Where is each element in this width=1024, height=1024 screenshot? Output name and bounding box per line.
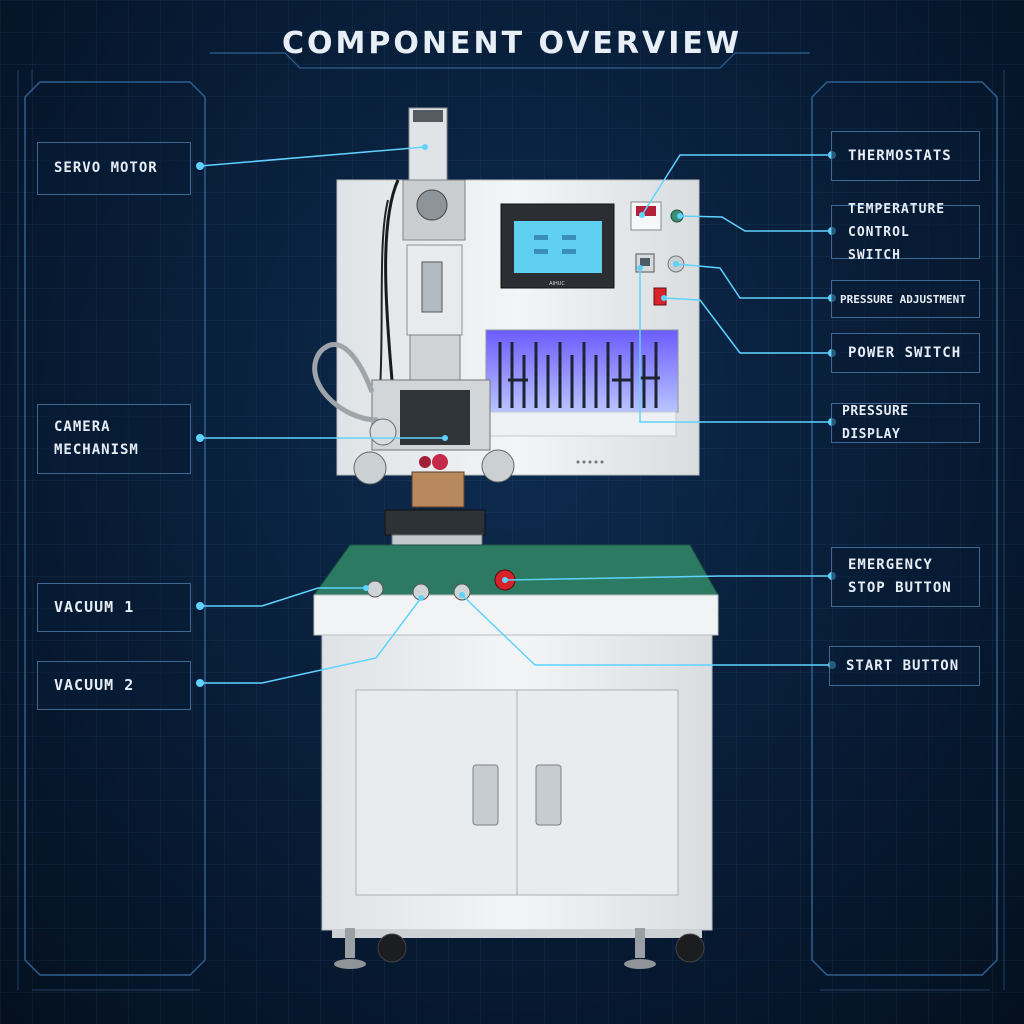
leader-temperature-switch [679,215,832,232]
label-text: POWER SWITCH [848,344,962,361]
left-panel-frame [17,70,206,991]
leader-power-switch [663,297,832,354]
label-text: THERMOSTATS [848,147,952,164]
label-pressure-adjustment: PRESSURE ADJUSTMENT [831,280,980,318]
leader-servo-motor [199,146,426,167]
right-panel-frame [811,70,1005,991]
label-text: START BUTTON [846,657,960,674]
leader-vacuum-2 [200,597,422,684]
camera-gooseneck [312,342,379,423]
led-window [485,329,679,413]
label-temperature-control-switch: TEMPERATURE CONTROL SWITCH [831,202,980,263]
label-text: CAMERA MECHANISM [54,419,139,458]
vacuum-1-knob [366,580,384,598]
leader-vacuum-1 [200,587,366,607]
label-power-switch: POWER SWITCH [831,333,980,373]
label-vacuum-2: VACUUM 2 [37,661,191,710]
label-vacuum-1: VACUUM 1 [37,583,191,632]
label-emergency-stop-button: EMERGENCY STOP BUTTON [831,547,980,607]
label-start-button: START BUTTON [829,646,980,686]
soldering-machine: AIHUC [312,107,719,969]
leader-pressure-adjustment [675,263,832,299]
leader-lines [199,146,832,684]
label-thermostats: THERMOSTATS [831,131,980,181]
label-servo-motor: SERVO MOTOR [37,142,191,195]
label-text: PRESSURE ADJUSTMENT [840,292,966,306]
leader-thermostats [641,154,832,216]
touchscreen-display [514,221,602,273]
screen-brand-text: AIHUC [549,281,565,287]
label-text: VACUUM 2 [54,676,135,694]
label-text: TEMPERATURE CONTROL SWITCH [848,201,946,263]
label-text: SERVO MOTOR [54,160,158,176]
title-frame [210,52,810,69]
label-pressure-display: PRESSURE DISPLAY [831,403,980,443]
label-text: PRESSURE DISPLAY [842,404,909,442]
page-title: COMPONENT OVERVIEW [282,26,742,61]
leader-start-button [461,594,832,666]
camera-lens [369,418,397,446]
label-text: VACUUM 1 [54,598,135,616]
label-text: EMERGENCY STOP BUTTON [848,557,952,596]
leader-pressure-display [639,268,832,423]
leader-emergency-stop [504,575,832,581]
label-camera-mechanism: CAMERA MECHANISM [37,404,191,474]
